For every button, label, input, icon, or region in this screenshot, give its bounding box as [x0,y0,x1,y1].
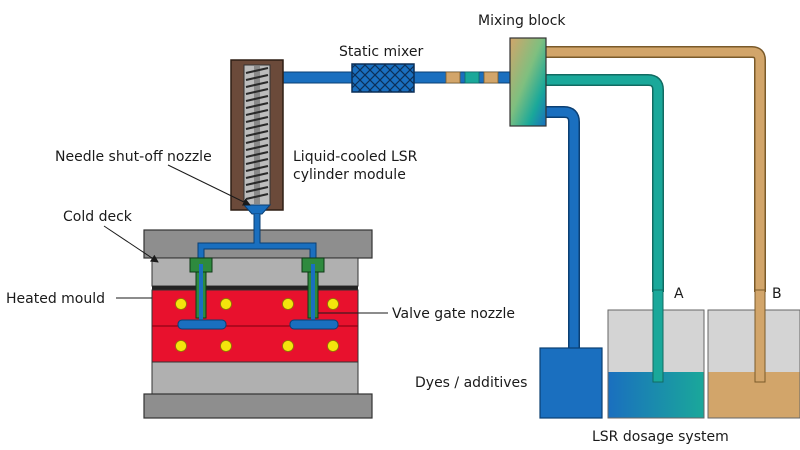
tank-a-dip-tube [652,289,664,383]
label-mixing-block: Mixing block [478,13,566,29]
screw-flights [245,66,269,204]
sprue-channel-fill [198,214,316,262]
heater-circle [220,340,232,352]
screw-flight [245,74,269,81]
tank-b-outline [707,309,800,419]
base-plate [143,393,373,419]
screw-flight [245,186,269,193]
component-b-line-fill [545,47,765,292]
heater-circle [282,298,294,310]
tank-b-fill [708,372,800,418]
screw-flight [245,95,269,102]
label-cold-deck: Cold deck [63,209,133,225]
label-cylinder-module-line2: cylinder module [293,167,406,183]
label-valve-gate-nozzle: Valve gate nozzle [392,306,515,322]
static-mixer [351,63,415,93]
label-component-a: A [674,286,684,302]
mixing-block [509,37,547,127]
label-static-mixer: Static mixer [339,44,423,60]
leader-cold-deck [103,225,159,263]
label-component-b: B [772,286,782,302]
screw-flight [245,130,269,137]
screw-flight [245,67,269,74]
screw-flight [245,88,269,95]
screw-flight [245,179,269,186]
screw-flight [245,172,269,179]
needle-shutoff-nozzle [242,204,272,215]
label-heated-mould: Heated mould [6,291,105,307]
screw-flight [245,165,269,172]
heater-circle [282,340,294,352]
feed-dash-3 [483,71,499,84]
cavity-left [177,319,227,330]
dyes-container [539,347,603,419]
screw-flight [245,151,269,158]
feed-dash-1 [445,71,461,84]
screw-flight [245,81,269,88]
label-dyes-additives: Dyes / additives [415,375,527,391]
screw-flight [245,116,269,123]
leader-needle-nozzle [167,164,251,206]
heater-circle [327,298,339,310]
screw-flight [245,158,269,165]
heater-circle [175,340,187,352]
valve-gate-pin-right [311,264,315,320]
heater-elements [175,298,339,352]
upper-plate [151,257,359,287]
screw-flight [245,193,269,200]
screw-flight [245,137,269,144]
cavity-right [289,319,339,330]
valve-gate-pin-left [199,264,203,320]
screw-shaft [254,66,260,204]
screw-flight [245,123,269,130]
heater-circle [175,298,187,310]
screw-flight [245,109,269,116]
tank-b-dip-tube [754,289,766,383]
label-cylinder-module-line1: Liquid-cooled LSR [293,149,418,165]
lower-plate [151,361,359,395]
label-dosage-system: LSR dosage system [592,429,729,445]
separator [152,286,358,290]
component-a-line-fill [545,75,663,292]
screw-flight [245,144,269,151]
heater-circle [220,298,232,310]
screw-flight [245,102,269,109]
label-needle-shutoff-nozzle: Needle shut-off nozzle [55,149,212,165]
heater-circle [327,340,339,352]
feed-dash-2 [464,71,480,84]
dyes-line-fill [545,107,579,350]
